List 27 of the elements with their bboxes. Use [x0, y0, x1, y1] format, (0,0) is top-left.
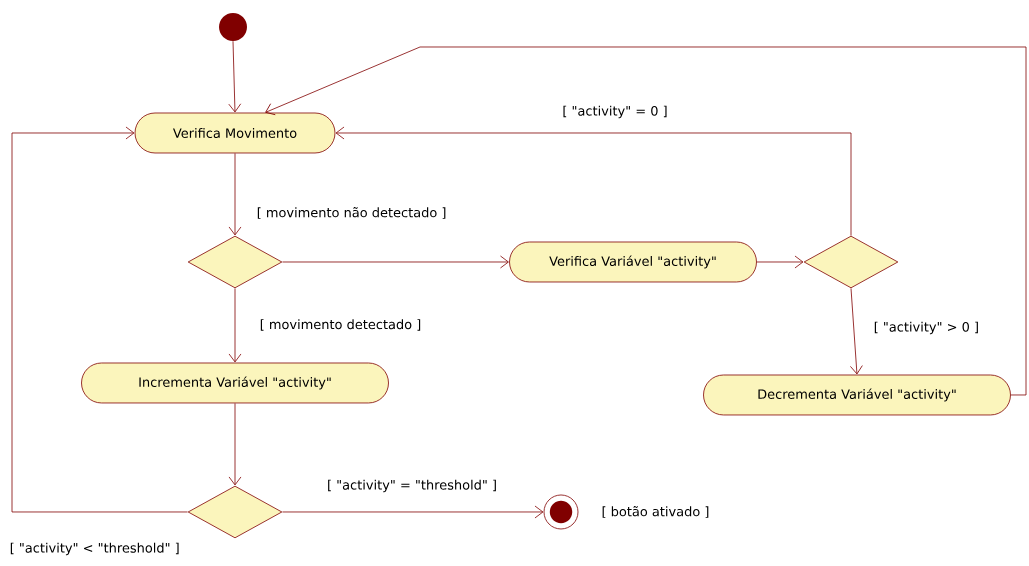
action-box: Verifica Movimento [134, 112, 336, 154]
guard-label: [ "activity" = "threshold" ] [325, 478, 499, 494]
arrow [228, 153, 242, 236]
guard-label: [ "activity" > 0 ] [872, 320, 981, 336]
guard-label: [ "activity" = 0 ] [560, 104, 670, 120]
arrow [228, 40, 242, 113]
final-node [543, 494, 579, 530]
arrow [265, 46, 1027, 396]
arrow [850, 288, 863, 375]
initial-node [219, 13, 247, 41]
arrow [282, 255, 509, 269]
arrow [11, 126, 188, 513]
decision-diamond [187, 235, 283, 289]
arrow [756, 255, 804, 269]
action-box: Incrementa Variável "activity" [81, 362, 389, 404]
action-box: Decrementa Variável "activity" [703, 374, 1011, 416]
arrow [228, 403, 242, 486]
arrow [335, 126, 852, 236]
guard-label: [ "activity" < "threshold" ] [8, 541, 182, 557]
guard-label: [ movimento não detectado ] [255, 205, 448, 221]
arrow [282, 505, 544, 519]
guard-label: [ movimento detectado ] [258, 317, 423, 333]
node-caption: [ botão ativado ] [602, 506, 709, 518]
arrow [228, 288, 242, 363]
decision-diamond [803, 235, 899, 289]
decision-diamond [187, 485, 283, 539]
action-box: Verifica Variável "activity" [509, 241, 757, 283]
